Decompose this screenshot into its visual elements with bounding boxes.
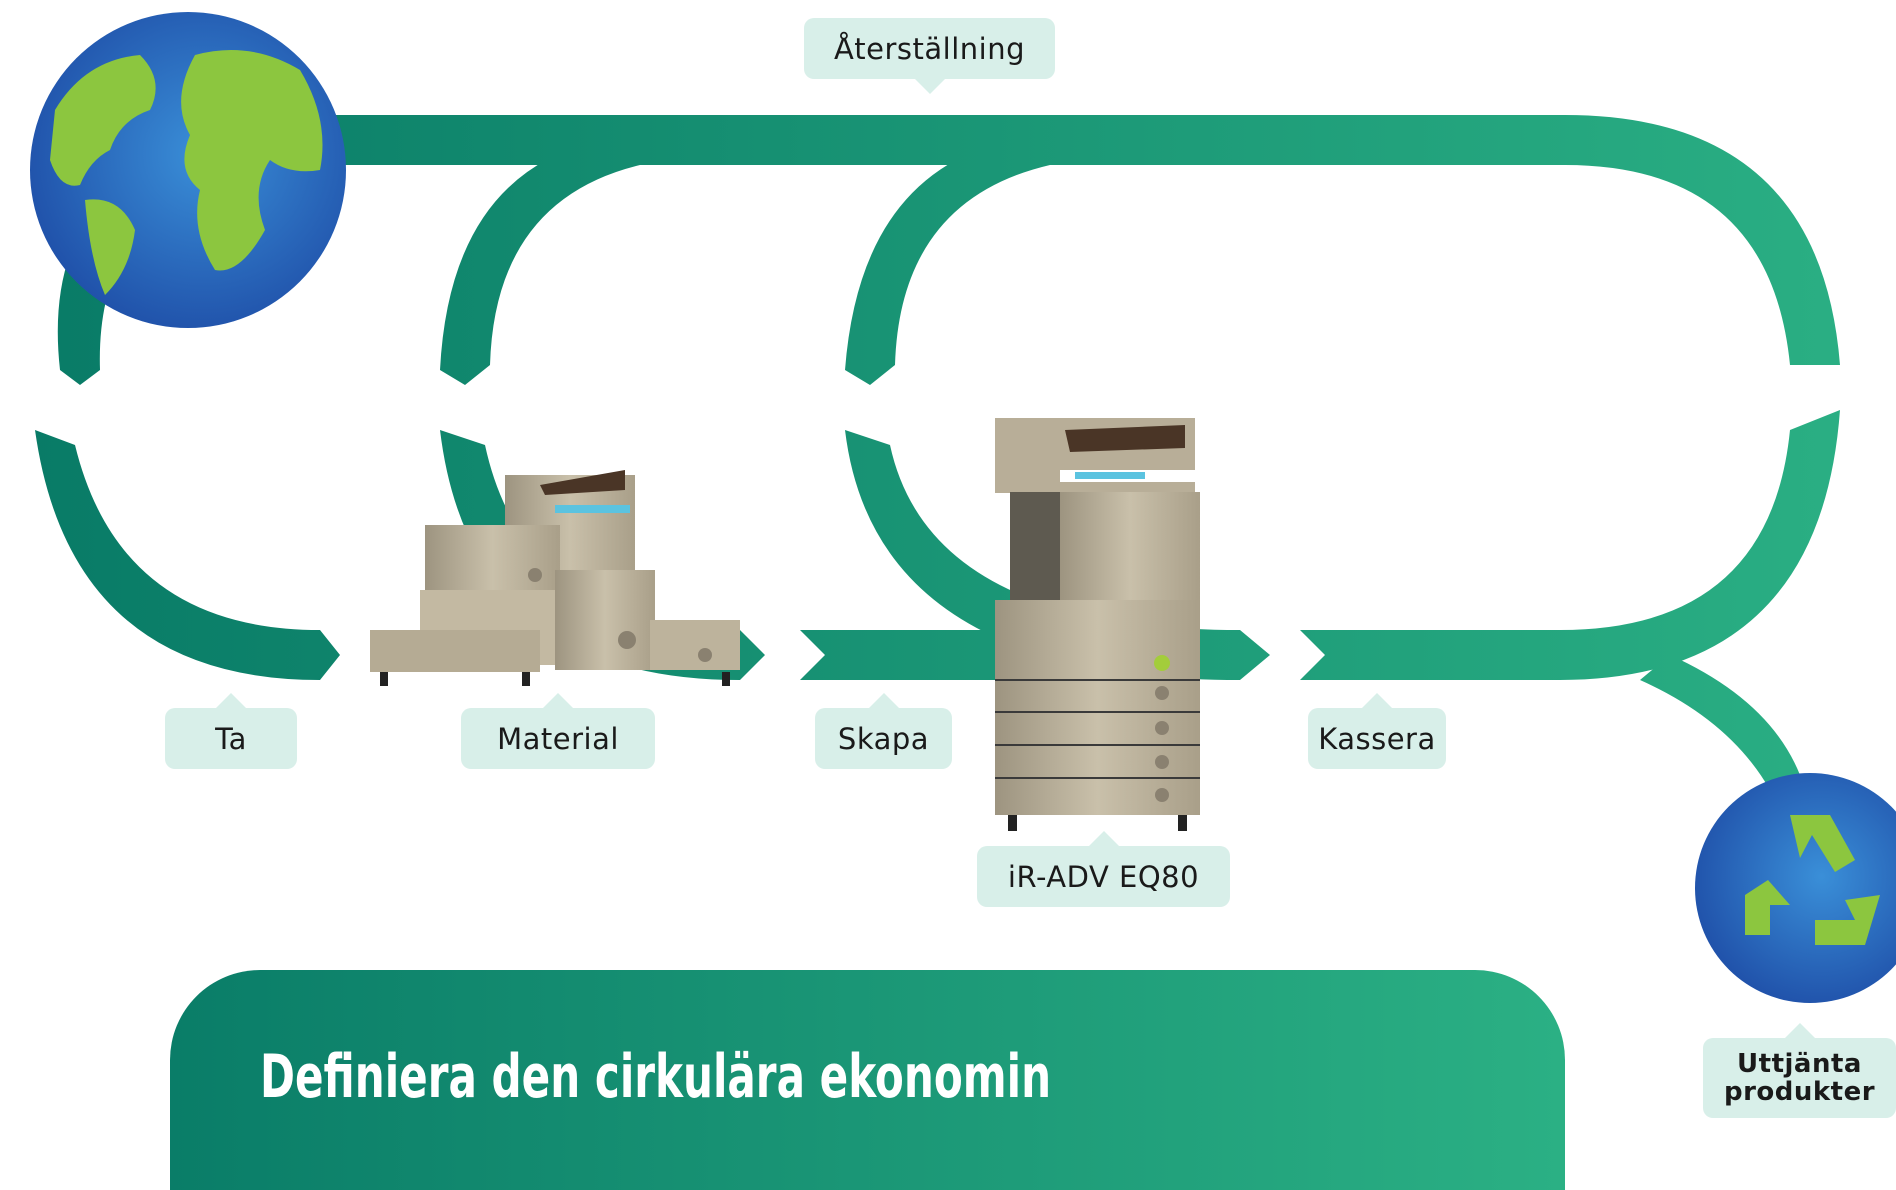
page-title: Definiera den cirkulära ekonomin (260, 1042, 1052, 1112)
take-label-text: Ta (215, 721, 247, 756)
device-label-text: iR-ADV EQ80 (1007, 859, 1200, 894)
material-label: Material (461, 693, 655, 769)
restore-arrow-down (1780, 365, 1840, 395)
restore-loop-band (300, 115, 1840, 365)
recycle-icon (1695, 773, 1896, 1003)
printer-icon (995, 418, 1200, 831)
retired-label-line2: produkter (1723, 1077, 1876, 1107)
lower-arc-take (35, 430, 340, 680)
create-label-text: Skapa (837, 721, 930, 756)
restore-label-text: Återställning (833, 31, 1026, 66)
circular-economy-diagram: Återställning Ta Material Skapa Kassera … (30, 12, 1896, 1190)
dispose-label-text: Kassera (1318, 721, 1436, 756)
device-label: iR-ADV EQ80 (977, 831, 1230, 907)
restore-label: Återställning (804, 18, 1055, 94)
create-label: Skapa (815, 693, 952, 769)
loop-arc-material (440, 140, 640, 385)
production-printer-icon (370, 470, 740, 686)
title-panel: Definiera den cirkulära ekonomin (170, 970, 1565, 1190)
material-label-text: Material (497, 721, 619, 756)
globe-icon (30, 12, 346, 328)
branch-to-recycle (1640, 655, 1800, 790)
dispose-label: Kassera (1308, 693, 1446, 769)
segment-kassera (1300, 410, 1840, 680)
retired-products-label: Uttjänta produkter (1703, 1023, 1896, 1118)
take-label: Ta (165, 693, 297, 769)
loop-arc-create (845, 140, 1050, 385)
flow-diagram (30, 12, 1896, 1003)
retired-label-line1: Uttjänta (1737, 1049, 1862, 1079)
